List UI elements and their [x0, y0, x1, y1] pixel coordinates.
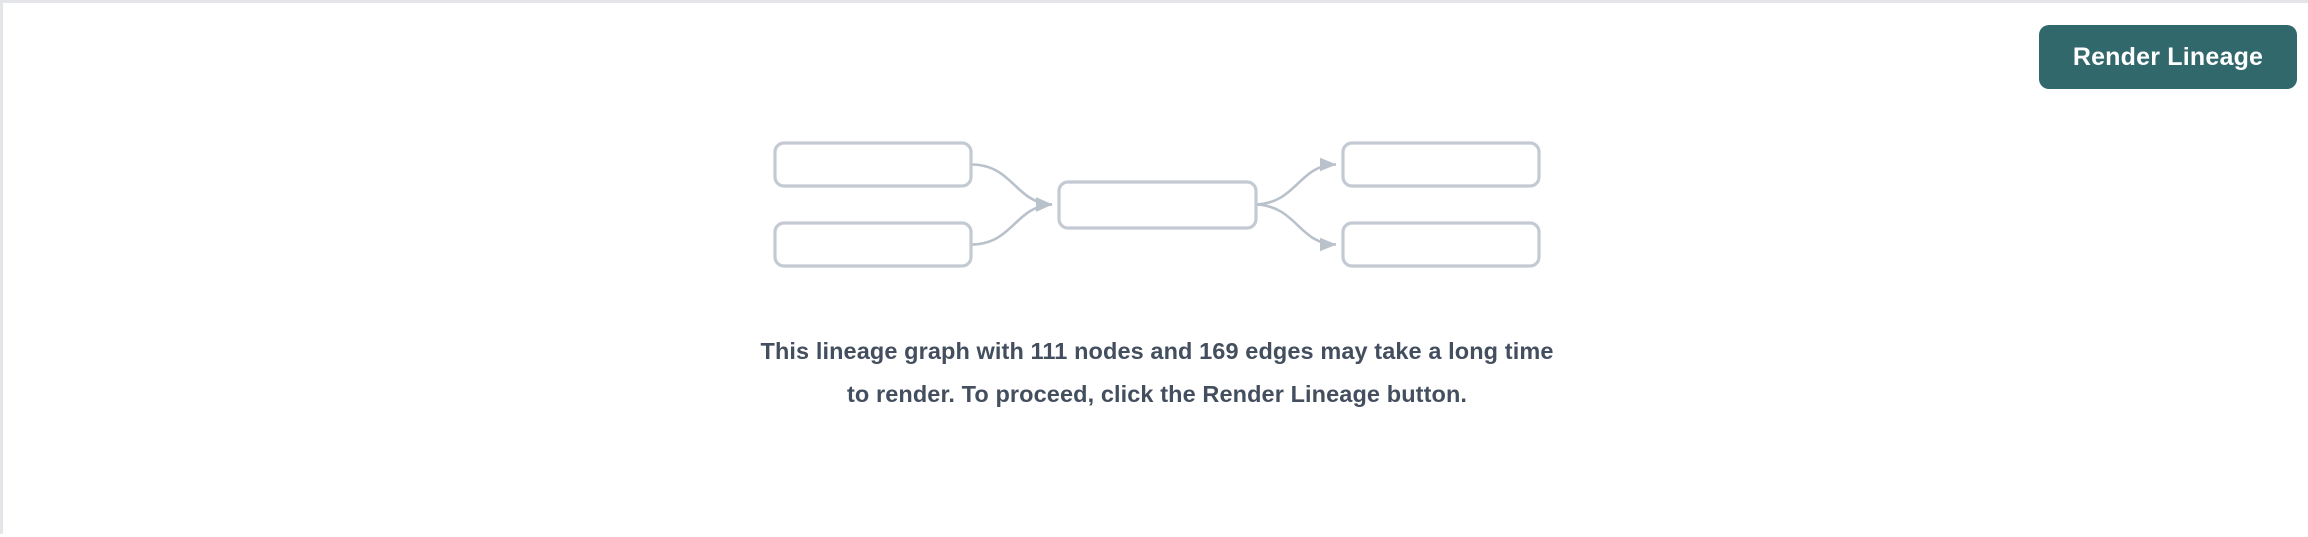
edge-center-to-downstream-2: [1255, 203, 1337, 252]
lineage-node-downstream-2: [1341, 221, 1541, 268]
edge-upstream-1-to-center: [970, 163, 1053, 211]
render-lineage-button[interactable]: Render Lineage: [2039, 25, 2297, 89]
edge-upstream-2-to-center: [970, 198, 1053, 246]
lineage-node-upstream-1: [773, 141, 973, 188]
lineage-placeholder-graph: [773, 141, 1541, 268]
lineage-edges: [970, 157, 1337, 252]
lineage-warning-message: This lineage graph with 111 nodes and 16…: [760, 338, 1554, 407]
lineage-node-upstream-2: [773, 221, 973, 268]
edge-center-to-downstream-1: [1255, 157, 1337, 206]
lineage-nodes: [773, 141, 1541, 268]
lineage-node-downstream-1: [1341, 141, 1541, 188]
lineage-node-center: [1057, 180, 1258, 230]
